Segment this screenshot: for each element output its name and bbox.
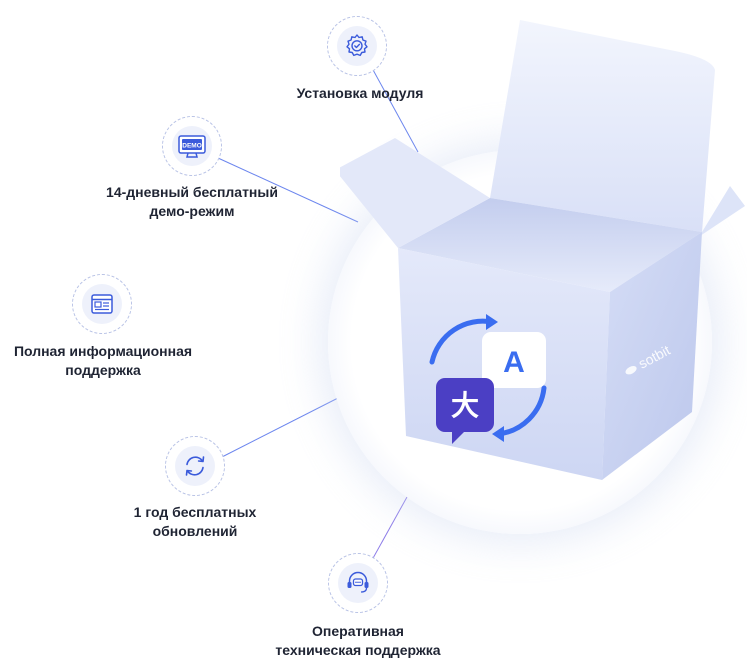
translate-glyph-cn: 大 [451,389,479,422]
support-feature-badge [328,553,388,613]
connector-support [371,487,413,561]
updates-feature-badge [165,436,225,496]
label-line: 14-дневный бесплатный [106,184,278,200]
document-icon [91,294,113,314]
label-line: 1 год бесплатных [133,504,257,520]
connector-updates [219,397,339,459]
label-line: Установка модуля [296,85,424,101]
headset-chat-icon [347,571,369,593]
box-left-flap [340,138,490,248]
label-line: обновлений [152,523,238,539]
product-box: sotbit A 大 [340,20,745,480]
box-side-face [602,232,702,480]
label-line: демо-режим [149,203,235,219]
translate-tile-en [482,332,546,388]
translate-icon: A 大 [429,314,547,444]
demo-icon-text: DEMO [182,142,202,149]
translate-tile-cn [436,378,494,432]
gear-check-icon [346,34,368,57]
brand-leaf-icon [625,366,637,375]
connector-install [371,67,419,153]
install-feature-label: Установка модуля [286,84,434,103]
label-line: Полная информационная [13,343,193,359]
support-feature-label: Оперативная техническая поддержка [248,622,468,660]
refresh-icon [185,456,205,476]
info-feature-label: Полная информационная поддержка [0,342,206,380]
demo-monitor-icon: DEMO [178,135,206,158]
label-line: Оперативная [312,623,404,639]
label-line: техническая поддержка [275,642,441,658]
demo-feature-label: 14-дневный бесплатный демо-режим [78,183,306,221]
box-interior [398,198,702,292]
translate-glyph-en: A [503,346,525,379]
install-feature-badge [327,16,387,76]
updates-feature-label: 1 год бесплатных обновлений [110,503,280,541]
connector-demo [217,157,359,223]
box-back-flap [490,20,715,232]
box-right-flap [616,186,745,292]
info-feature-badge [72,274,132,334]
label-line: поддержка [65,362,141,378]
demo-feature-badge: DEMO [162,116,222,176]
